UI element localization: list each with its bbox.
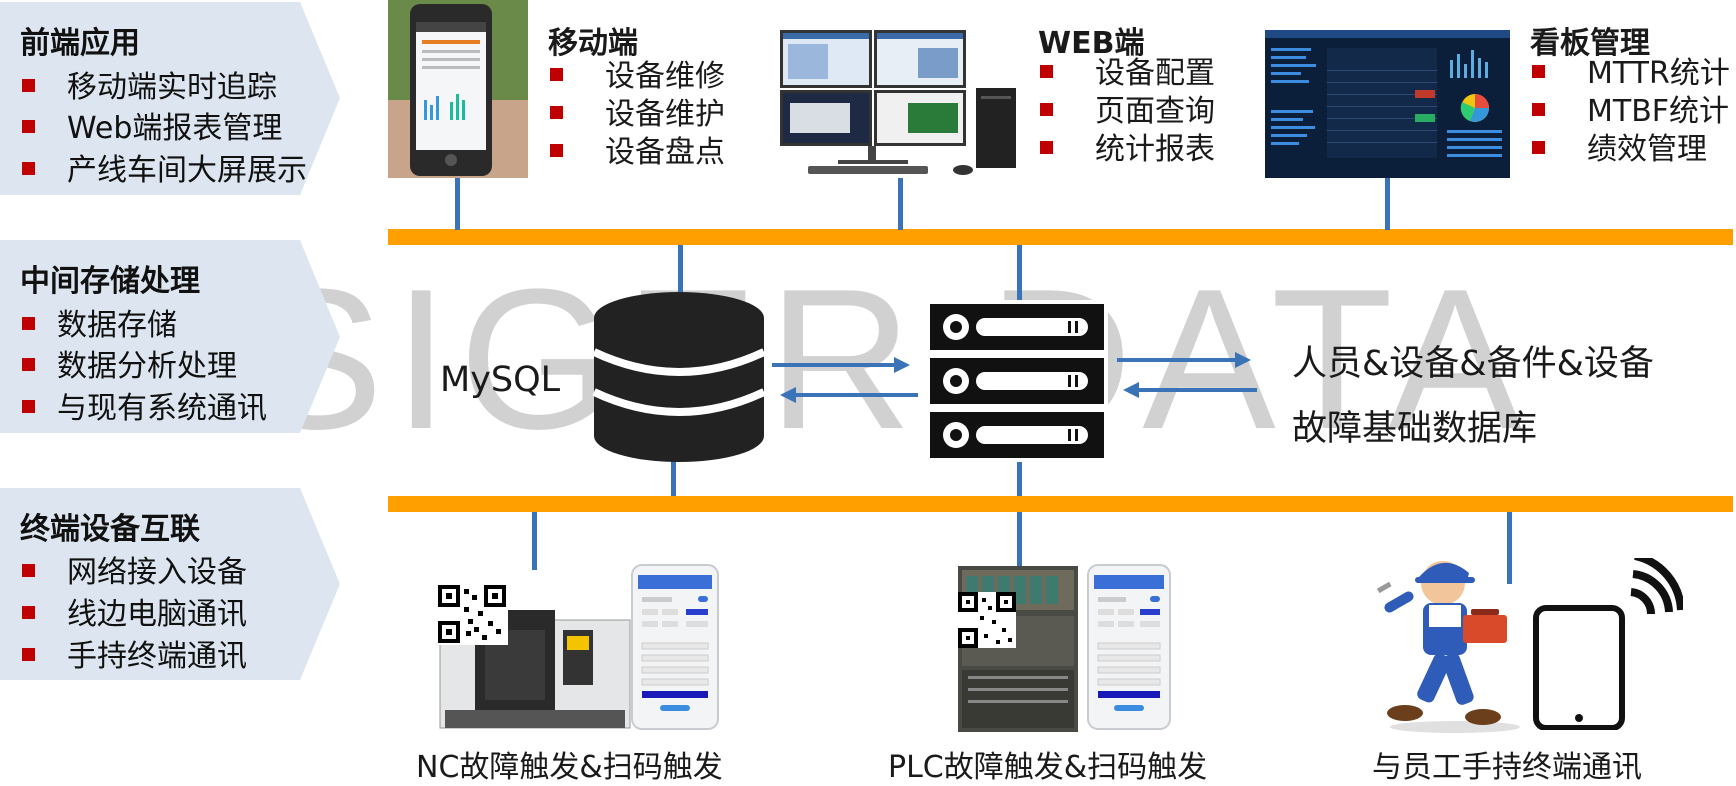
plc-cabinet-image	[958, 566, 1078, 732]
top-bus-bar	[388, 229, 1733, 245]
bullet-icon	[1040, 65, 1053, 78]
tablet-wifi-icon	[1533, 558, 1683, 730]
mobile-phone-image	[388, 0, 528, 178]
web-list: 设备配置 页面查询 统计报表	[1040, 55, 1215, 169]
bullet-icon	[22, 317, 35, 330]
qr-code-nc	[438, 585, 508, 645]
dashboard-image	[1265, 30, 1510, 178]
connector-line	[1017, 458, 1022, 496]
bullet-icon	[1532, 65, 1545, 78]
bullet-icon	[550, 68, 563, 81]
bullet-icon	[22, 162, 35, 175]
connector-line	[532, 512, 537, 576]
server-basedb-arrows	[1117, 352, 1257, 398]
frontend-item: 产线车间大屏展示	[22, 145, 307, 189]
worker-cartoon	[1376, 561, 1520, 733]
watermark-text: SIGER DATA	[250, 248, 1532, 471]
frontend-item: Web端报表管理	[22, 103, 282, 147]
chevron-terminal	[0, 488, 340, 680]
terminal-item: 线边电脑通讯	[22, 589, 247, 633]
connector-line	[671, 458, 676, 496]
frontend-title: 前端应用	[20, 26, 140, 61]
mysql-label: MySQL	[440, 360, 561, 400]
board-title: 看板管理	[1530, 26, 1650, 61]
nc-phone-image	[631, 564, 719, 730]
staff-label: 与员工手持终端通讯	[1372, 750, 1642, 785]
bullet-icon	[550, 106, 563, 119]
chevron-middle	[0, 240, 340, 433]
connector-line	[678, 245, 683, 295]
plc-phone-image	[1087, 564, 1171, 730]
terminal-item: 手持终端通讯	[22, 631, 247, 675]
server-icon	[928, 300, 1108, 462]
middle-item: 数据存储	[22, 300, 177, 344]
terminal-title: 终端设备互联	[20, 512, 200, 547]
left-chevrons	[0, 2, 340, 680]
connector-line	[1017, 512, 1022, 570]
board-item: MTTR统计	[1532, 55, 1730, 93]
bullet-icon	[1040, 103, 1053, 116]
database-icon	[592, 292, 766, 462]
web-monitors-image	[778, 28, 1023, 178]
bullet-icon	[22, 120, 35, 133]
web-item: 统计报表	[1040, 131, 1215, 169]
terminal-item: 网络接入设备	[22, 547, 247, 591]
bullet-icon	[550, 144, 563, 157]
chevron-frontend	[0, 2, 340, 195]
connector-line	[1017, 245, 1022, 303]
mobile-item: 设备维护	[550, 96, 725, 134]
plc-label: PLC故障触发&扫码触发	[888, 750, 1208, 785]
bullet-icon	[22, 358, 35, 371]
bullet-icon	[22, 400, 35, 413]
bullet-icon	[1040, 141, 1053, 154]
middle-item: 数据分析处理	[22, 341, 237, 385]
bullet-icon	[22, 648, 35, 661]
base-db-line2: 故障基础数据库	[1292, 409, 1538, 449]
bullet-icon	[1532, 103, 1545, 116]
bullet-icon	[22, 606, 35, 619]
connector-line	[1385, 178, 1390, 230]
bottom-bus-bar	[388, 496, 1733, 512]
middle-item: 与现有系统通讯	[22, 383, 267, 427]
nc-label: NC故障触发&扫码触发	[416, 750, 723, 785]
bullet-icon	[1532, 141, 1545, 154]
web-item: 设备配置	[1040, 55, 1215, 93]
web-item: 页面查询	[1040, 93, 1215, 131]
mobile-title: 移动端	[548, 26, 638, 61]
board-item: 绩效管理	[1532, 131, 1730, 169]
board-list: MTTR统计 MTBF统计 绩效管理	[1532, 55, 1730, 169]
connector-line	[455, 178, 460, 230]
base-db-line1: 人员&设备&备件&设备	[1292, 344, 1654, 384]
bullet-icon	[22, 79, 35, 92]
mobile-item: 设备盘点	[550, 134, 725, 172]
db-server-arrows	[772, 357, 918, 403]
bullet-icon	[22, 564, 35, 577]
board-item: MTBF统计	[1532, 93, 1730, 131]
web-title: WEB端	[1038, 26, 1145, 61]
connector-line	[898, 178, 903, 230]
mobile-item: 设备维修	[550, 58, 725, 96]
connector-line	[1507, 512, 1512, 584]
middle-title: 中间存储处理	[20, 264, 200, 299]
mobile-list: 设备维修 设备维护 设备盘点	[550, 58, 725, 172]
frontend-item: 移动端实时追踪	[22, 62, 277, 106]
qr-code-plc	[958, 592, 1016, 648]
